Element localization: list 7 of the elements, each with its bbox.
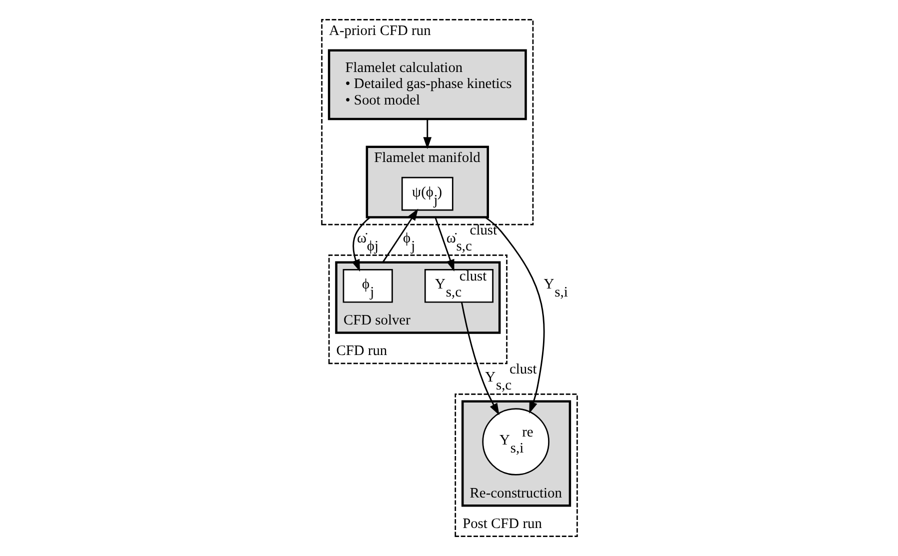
arrow [382, 208, 418, 263]
node-box: Flamelet calculation • Detailed gas-phase kinetics • Soot model [327, 49, 526, 120]
arrow [434, 217, 454, 272]
arrow [484, 216, 544, 414]
arrow [460, 302, 499, 416]
arrow [422, 118, 432, 150]
arrow [351, 216, 370, 272]
